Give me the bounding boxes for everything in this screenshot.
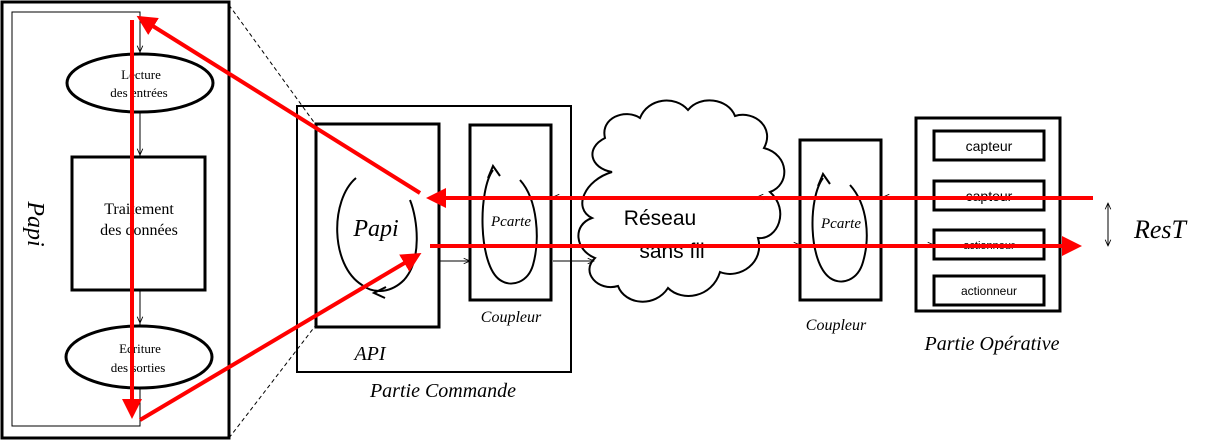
- lecture-label-2: des entrées: [110, 85, 167, 100]
- traitement-box: [70, 155, 207, 292]
- reseau-label-1: Réseau: [624, 207, 696, 230]
- lecture-label-1: Lecture: [121, 67, 161, 82]
- rest-indicator: ResT: [1108, 203, 1188, 246]
- api-box: [314, 122, 441, 329]
- commande-frame: [296, 105, 572, 373]
- red-arrow-from-papi-end: [138, 252, 422, 422]
- coupleur-operative: Pcarte Coupleur: [798, 138, 883, 334]
- ecriture-label-1: Ecriture: [119, 341, 161, 356]
- zoom-line-top: [228, 4, 317, 126]
- papi-vertical-title: Papi: [22, 200, 48, 246]
- traitement-label-1: Traitement: [104, 201, 174, 218]
- red-response-arrows: [122, 15, 1093, 422]
- zoom-line-bottom: [228, 324, 317, 439]
- pcarte-label-operative: Pcarte: [820, 216, 861, 232]
- coupleur-box-operative: [798, 138, 883, 302]
- ecriture-label-2: des sorties: [111, 360, 166, 375]
- cloud-shape: [577, 99, 786, 303]
- coupleur-label-commande: Coupleur: [481, 309, 542, 326]
- actionneur-box-2: [932, 274, 1046, 307]
- api-label: API: [352, 343, 386, 365]
- papi-detail-panel: Lecture des entrées Traitement des donné…: [0, 0, 231, 440]
- partie-operative-caption: Partie Opérative: [924, 333, 1060, 355]
- pcarte-cycle-icon-operative: [811, 177, 868, 283]
- pcarte-cycle-arrowhead-operative: [817, 171, 831, 187]
- partie-operative: capteur capteur actionneur actionneur Pa…: [914, 116, 1062, 355]
- reseau-label-2: sans fil: [639, 240, 704, 263]
- pcarte-label-commande: Pcarte: [490, 214, 531, 230]
- traitement-label-2: des données: [100, 222, 178, 239]
- capteur-box-1: [932, 129, 1046, 162]
- capteur-box-2: [932, 179, 1046, 212]
- actionneur-label-2: actionneur: [961, 284, 1017, 298]
- papi-outer-frame: [0, 0, 231, 440]
- capteur-label-1: capteur: [966, 138, 1013, 154]
- papi-label: Papi: [352, 216, 398, 242]
- red-arrow-to-papi-start: [136, 15, 422, 195]
- ecriture-ellipse: [64, 324, 214, 390]
- rest-label: ResT: [1133, 215, 1188, 244]
- pcarte-cycle-arrowhead-commande: [487, 163, 501, 179]
- pcarte-cycle-icon-commande: [481, 169, 538, 285]
- papi-cycle-arrowhead: [371, 286, 387, 299]
- lecture-ellipse: [65, 52, 215, 114]
- operative-frame: [914, 116, 1062, 313]
- coupleur-label-operative: Coupleur: [806, 317, 867, 334]
- partie-commande: Papi API Pcarte Coupleur Partie Commande: [296, 105, 572, 402]
- partie-commande-caption: Partie Commande: [369, 380, 516, 402]
- coupleur-box-commande: [468, 123, 553, 302]
- reseau-cloud: Réseau sans fil: [577, 99, 786, 303]
